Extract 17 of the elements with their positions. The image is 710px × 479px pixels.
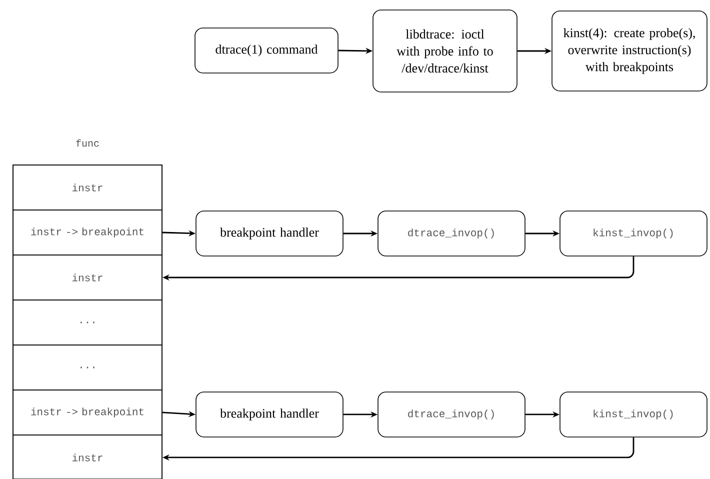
- code-cell: instr -> breakpoint: [12, 210, 162, 256]
- process-box: kinst_invop(): [560, 392, 708, 438]
- process-box: libdtrace: ioctl with probe info to /dev/dtrace/kinst: [372, 10, 518, 92]
- node-label: func: [76, 139, 99, 147]
- process-box: breakpoint handler: [196, 392, 344, 438]
- process-box: dtrace_invop(): [378, 392, 526, 438]
- process-box: breakpoint handler: [196, 210, 344, 256]
- process-box: dtrace(1) command: [194, 28, 338, 74]
- code-cell: instr -> breakpoint: [12, 390, 162, 436]
- code-cell: instr: [12, 164, 162, 210]
- code-cell: instr: [12, 254, 162, 300]
- process-box: kinst(4): create probe(s), overwrite instruction(s) with breakpoints: [552, 10, 708, 92]
- code-cell: ...: [12, 300, 162, 346]
- code-cell: ...: [12, 344, 162, 390]
- process-box: kinst_invop(): [560, 210, 708, 256]
- code-cell: instr: [12, 434, 162, 479]
- process-box: dtrace_invop(): [378, 210, 526, 256]
